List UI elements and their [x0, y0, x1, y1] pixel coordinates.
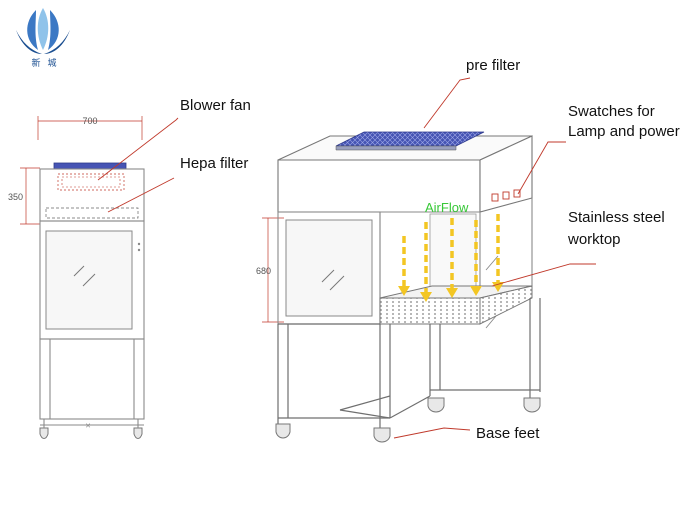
iso-foot-3	[427, 397, 445, 413]
isometric-view: 680	[256, 131, 541, 443]
leader-lines	[97, 77, 596, 439]
label-stainless-line2: worktop	[567, 231, 621, 248]
airflow-label: AirFlow	[425, 200, 469, 215]
logo-wing-right	[44, 30, 70, 54]
iso-switch-2	[502, 191, 510, 200]
label-base-feet: Base feet	[476, 425, 540, 442]
dimension-height-work: 680	[256, 266, 271, 276]
iso-switch-1	[491, 193, 499, 202]
front-prefilter	[53, 162, 127, 170]
logo-wing-left	[16, 30, 42, 54]
iso-foot-4	[523, 397, 541, 413]
iso-switch-3	[513, 189, 521, 198]
dimension-width: 700	[82, 116, 97, 126]
logo-petal-right	[48, 10, 59, 50]
logo: 新 城	[16, 8, 70, 68]
airflow-arrows	[398, 214, 504, 302]
label-swatches-line1: Swatches for	[568, 103, 655, 120]
label-hepa-filter: Hepa filter	[180, 155, 248, 172]
dimension-height-top: 350	[8, 192, 23, 202]
front-blower-fan	[57, 173, 125, 191]
logo-petal-center	[37, 8, 49, 50]
logo-text-left: 新	[31, 57, 40, 68]
iso-foot-2	[373, 427, 391, 443]
svg-text:✕: ✕	[85, 423, 91, 430]
front-foot-right	[133, 427, 143, 439]
label-stainless-line1: Stainless steel	[568, 209, 665, 226]
front-view: 700 350 ✕	[8, 116, 145, 439]
label-pre-filter: pre filter	[466, 57, 520, 74]
iso-foot-1	[275, 423, 291, 439]
label-swatches-line2: Lamp and power	[568, 123, 680, 140]
logo-text-right: 城	[47, 58, 56, 68]
front-hepa-filter	[45, 207, 139, 219]
logo-petal-left	[27, 10, 38, 50]
front-foot-left	[39, 427, 49, 439]
label-blower-fan: Blower fan	[180, 97, 251, 114]
iso-side-window	[285, 219, 373, 317]
